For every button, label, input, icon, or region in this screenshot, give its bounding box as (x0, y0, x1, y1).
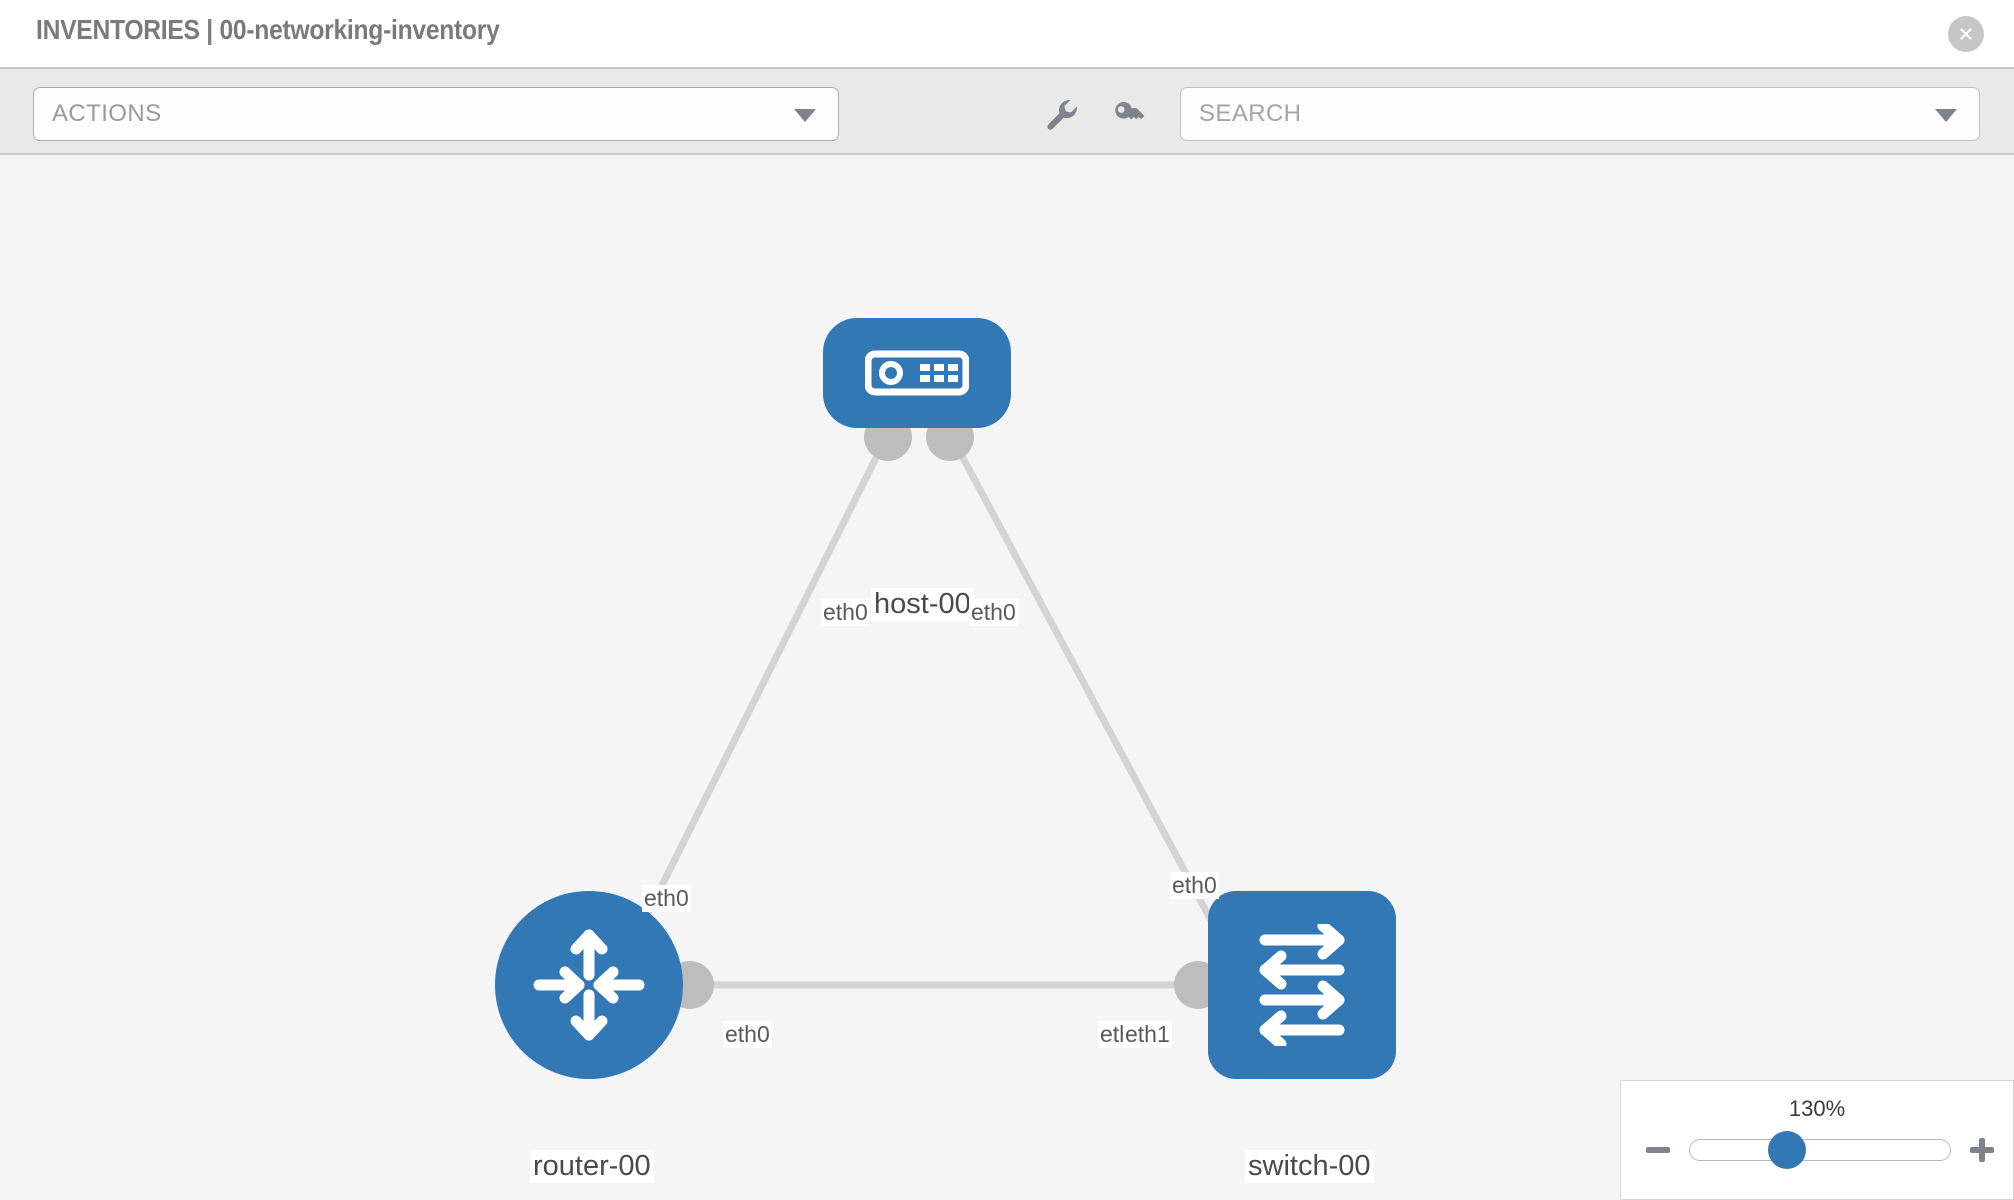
page-header: INVENTORIES | 00-networking-inventory (0, 0, 2014, 69)
chevron-down-icon (794, 109, 816, 122)
server-device-icon (865, 350, 969, 396)
interface-label-router-trunk: eth0 (723, 1021, 772, 1048)
topology-ports (666, 413, 1256, 1009)
plus-icon (1970, 1138, 1994, 1162)
zoom-out-button[interactable] (1641, 1133, 1675, 1167)
node-host-00[interactable] (823, 318, 1011, 428)
key-glyph (1115, 101, 1145, 120)
node-router-00[interactable] (495, 891, 683, 1079)
zoom-in-button[interactable] (1965, 1133, 1999, 1167)
node-label-router-00: router-00 (530, 1150, 654, 1183)
close-x-glyph (1960, 28, 1972, 40)
minus-icon (1646, 1147, 1670, 1153)
actions-dropdown[interactable]: ACTIONS (33, 87, 839, 141)
close-icon[interactable] (1948, 16, 1984, 52)
zoom-slider-thumb[interactable] (1768, 1131, 1806, 1169)
zoom-control-panel: 130% (1620, 1080, 2014, 1200)
wrench-glyph (1047, 100, 1077, 130)
search-input[interactable] (1199, 100, 1899, 128)
zoom-slider-track[interactable] (1689, 1139, 1951, 1161)
zoom-level-value: 130% (1788, 1096, 1846, 1121)
router-arrows-icon (533, 929, 645, 1041)
node-switch-00[interactable] (1208, 891, 1396, 1079)
interface-label-switch-uplink: eth0 (1170, 872, 1219, 899)
topology-canvas[interactable]: host-00 router-00 switch-00 eth0 eth0 et… (0, 155, 2014, 1200)
actions-dropdown-label: ACTIONS (52, 100, 162, 127)
toolbar: ACTIONS (0, 69, 2014, 155)
switch-arrows-icon (1259, 924, 1345, 1046)
interface-label-router-uplink: eth0 (642, 885, 691, 912)
node-label-host-00: host-00 (871, 588, 974, 621)
search-box[interactable] (1180, 87, 1980, 141)
node-label-switch-00: switch-00 (1245, 1150, 1374, 1183)
interface-label-switch-trunk: eth1 (1123, 1021, 1172, 1048)
interface-label-host-left: eth0 (821, 599, 870, 626)
search-chevron-down-icon[interactable] (1935, 109, 1957, 122)
topology-edges (608, 428, 1239, 989)
interface-label-host-right: eth0 (969, 599, 1018, 626)
topology-graph (608, 413, 1256, 1009)
page-title: INVENTORIES | 00-networking-inventory (36, 14, 500, 45)
wrench-icon[interactable] (1038, 91, 1084, 137)
key-icon[interactable] (1106, 91, 1152, 137)
